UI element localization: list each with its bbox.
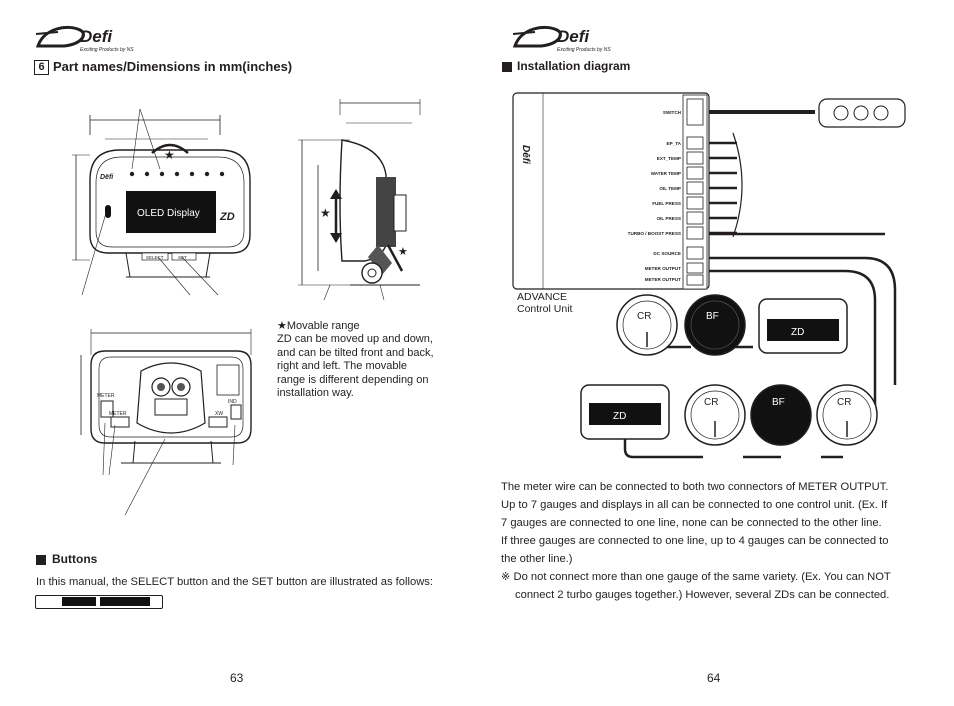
movable-note-line: installation way. [277, 387, 354, 400]
unit-sub: Control Unit [517, 303, 573, 315]
logo-text: Defi [80, 27, 113, 46]
note-line: connect 2 turbo gauges together.) Howeve… [515, 589, 890, 601]
port-label: METER OUTPUT [645, 266, 681, 271]
movable-note-line: right and left. The movable [277, 360, 408, 373]
front-view-drawing: Dēfi OLED Display ZD SELECT SET ★ [72, 108, 251, 296]
port-label: TURBO / BOOST PRESS [628, 231, 681, 236]
svg-text:★: ★ [398, 246, 408, 258]
port-label: EP_TA [667, 141, 682, 146]
port-label: FUEL PRESS [652, 201, 681, 206]
select-label: SELECT [146, 255, 164, 260]
gauge-bf [750, 384, 812, 446]
paragraph-line: If three gauges are connected to one lin… [501, 535, 889, 547]
gauge-cr [816, 384, 878, 446]
set-button-illustration [100, 597, 150, 606]
svg-text:Dēfi: Dēfi [520, 145, 531, 164]
installation-title: Installation diagram [517, 59, 631, 73]
svg-text:★: ★ [164, 148, 175, 162]
movable-note-line: ★Movable range [277, 320, 360, 332]
gauge-label: CR [637, 311, 651, 322]
port-label: WATER TEMP [651, 171, 681, 176]
oled-label: OLED Display [137, 208, 200, 219]
port-label: OIL TEMP [659, 186, 681, 191]
gauge-label: ZD [613, 411, 626, 422]
select-button-illustration [62, 597, 96, 606]
port-label: METER OUTPUT [645, 277, 681, 282]
movable-note-line: and can be tilted front and back, [277, 346, 434, 359]
rear-view-drawing: METER METER IND XW [80, 329, 252, 516]
paragraph-line: the other line.) [501, 553, 573, 565]
port-label: DC SOURCE [653, 251, 681, 256]
gauge-label: BF [706, 311, 719, 322]
paragraph-line: 7 gauges are connected to one line, none… [501, 517, 882, 529]
zd-mark: ZD [219, 211, 235, 223]
movable-note-line: ZD can be moved up and down, [277, 333, 433, 346]
port-label: EXT_TEMP [657, 156, 681, 161]
logo-tagline: Exciting Products by NS [80, 47, 134, 53]
logo-text: Defi [557, 27, 590, 46]
defi-logo: Defi Exciting Products by NS [35, 25, 134, 53]
section-title: Part names/Dimensions in mm(inches) [53, 59, 293, 74]
paragraph-line: Up to 7 gauges and displays in all can b… [501, 499, 888, 511]
movable-range-note: ★Movable range ZD can be moved up and do… [277, 320, 447, 400]
gauge-label: BF [772, 397, 785, 408]
port-label: SWITCH [663, 110, 682, 115]
gauge-bf [684, 294, 746, 356]
buttons-bullet [36, 555, 46, 565]
svg-text:★: ★ [320, 206, 331, 220]
installation-diagram: Dēfi SWITCH EP_TA EXT_TEMP WATER TEMP OI… [512, 92, 906, 459]
paragraph-line: The meter wire can be connected to both … [501, 481, 889, 493]
installation-paragraph: The meter wire can be connected to both … [501, 478, 926, 568]
side-view-drawing: ★ ★ [298, 99, 421, 300]
gauge-label: CR [704, 397, 718, 408]
ind-label: IND [228, 399, 237, 405]
svg-text:Dēfi: Dēfi [100, 174, 114, 181]
page-number-left: 63 [230, 671, 244, 685]
control-unit [512, 92, 710, 290]
unit-name: ADVANCE [517, 291, 567, 303]
logo-tagline: Exciting Products by NS [557, 47, 611, 53]
unit-caption: ADVANCE Control Unit [517, 291, 572, 315]
meter-label-2: METER [109, 411, 127, 417]
gauge-label: ZD [791, 327, 804, 338]
xw-label: XW [215, 411, 223, 417]
gauge-label: CR [837, 397, 851, 408]
gauge-cr [684, 384, 746, 446]
gauge-cr [616, 294, 678, 356]
movable-note-line: range is different depending on [277, 373, 429, 386]
buttons-text: In this manual, the SELECT button and th… [36, 576, 433, 588]
button-illustration [35, 595, 163, 609]
note-mark: ※ [501, 571, 511, 583]
section-number-box: 6 [34, 60, 49, 75]
page-number-right: 64 [707, 671, 721, 685]
installation-note: ※ Do not connect more than one gauge of … [501, 568, 931, 604]
defi-logo: Defi Exciting Products by NS [512, 25, 611, 53]
port-label: OIL PRESS [657, 216, 681, 221]
note-line: Do not connect more than one gauge of th… [513, 571, 891, 583]
meter-label-1: METER [97, 393, 115, 399]
buttons-title: Buttons [52, 552, 98, 566]
installation-bullet [502, 62, 512, 72]
